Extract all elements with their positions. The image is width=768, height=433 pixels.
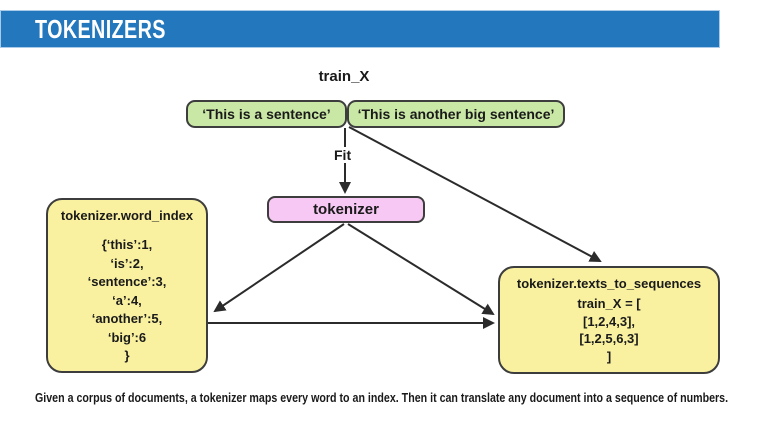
texts-to-sequences-title: tokenizer.texts_to_sequences xyxy=(516,276,702,291)
caption: Given a corpus of documents, a tokenizer… xyxy=(35,390,729,405)
word-index-title: tokenizer.word_index xyxy=(60,208,194,223)
header-bar: TOKENIZERS xyxy=(0,10,720,48)
sequences-line: train_X = [ xyxy=(577,296,641,311)
arrow-tokenizer-to-word-index xyxy=(213,223,345,313)
page-title: TOKENIZERS xyxy=(35,14,166,44)
tokenizer-label: tokenizer xyxy=(313,201,379,218)
word-index-line: ‘another’:5, xyxy=(91,311,163,326)
sequences-line: [1,2,5,6,3] xyxy=(579,331,639,346)
train-x-label: train_X xyxy=(318,68,370,85)
word-index-line: } xyxy=(124,348,130,363)
sentence-box-1: ‘This is a sentence’ xyxy=(186,100,347,128)
texts-to-sequences-box: tokenizer.texts_to_sequences train_X = [… xyxy=(498,266,720,374)
sentence-box-2: ‘This is another big sentence’ xyxy=(347,100,565,128)
word-index-line: {‘this’:1, xyxy=(101,237,153,252)
sentence-text-2: ‘This is another big sentence’ xyxy=(357,106,555,122)
texts-to-sequences-content: train_X = [ [1,2,4,3], [1,2,5,6,3] ] xyxy=(577,295,640,365)
sentence-text-1: ‘This is a sentence’ xyxy=(202,106,331,122)
word-index-line: ‘big’:6 xyxy=(107,329,147,345)
word-index-line: ‘a’:4, xyxy=(112,292,142,308)
word-index-line: ‘sentence’:3, xyxy=(87,274,167,289)
sequences-line: [1,2,4,3], xyxy=(582,313,636,329)
word-index-box: tokenizer.word_index {‘this’:1, ‘is’:2, … xyxy=(46,198,208,373)
fit-label: Fit xyxy=(331,147,355,163)
word-index-content: {‘this’:1, ‘is’:2, ‘sentence’:3, ‘a’:4, … xyxy=(88,236,167,366)
word-index-line: ‘is’:2, xyxy=(110,255,144,271)
tokenizer-box: tokenizer xyxy=(267,196,425,223)
arrow-tokenizer-to-sequences xyxy=(347,223,495,316)
arrow-trainx-to-sequences xyxy=(348,126,602,262)
sequences-line: ] xyxy=(606,348,612,364)
